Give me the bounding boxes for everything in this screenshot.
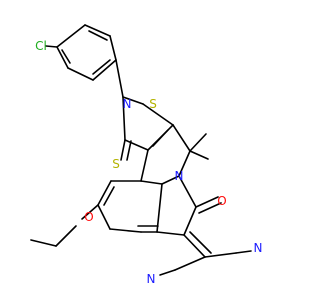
nitrogen-atom-label: N: [123, 97, 132, 111]
bond: [115, 59, 124, 98]
bond: [159, 269, 176, 276]
bond: [122, 96, 144, 105]
bond: [30, 239, 57, 247]
bond: [124, 139, 149, 151]
bond: [126, 140, 132, 161]
sulfur-atom-label: S: [112, 157, 120, 171]
bond: [195, 196, 219, 208]
bond: [183, 234, 206, 258]
bond: [140, 149, 149, 182]
oxygen-atom-label: O: [217, 194, 226, 208]
bond: [56, 24, 86, 48]
bond: [55, 225, 77, 247]
bond: [172, 124, 191, 152]
bond: [97, 180, 112, 206]
bond: [235, 250, 252, 254]
bond: [156, 231, 185, 236]
bond: [122, 96, 126, 141]
bond: [204, 252, 237, 258]
bond: [183, 206, 197, 236]
bond: [189, 133, 207, 152]
bond: [109, 228, 142, 233]
bond: [189, 150, 209, 160]
nitrogen-atom-label: N: [147, 272, 156, 286]
bond: [84, 24, 111, 37]
bond: [120, 139, 126, 161]
bond: [140, 180, 163, 185]
bond: [56, 46, 69, 69]
bond: [156, 183, 163, 233]
bond: [45, 45, 58, 48]
bond: [161, 175, 180, 185]
bond: [178, 175, 197, 208]
molecule-structure-diagram: Cl N S S N O O N N: [30, 24, 262, 286]
bond: [97, 204, 111, 230]
sulfur-atom-label: S: [149, 97, 157, 111]
bond: [189, 231, 212, 254]
bond: [88, 30, 108, 41]
chlorine-atom-label: Cl: [35, 39, 47, 53]
nitrogen-atom-label: N: [175, 169, 184, 183]
bond: [81, 204, 99, 220]
nitrogen-atom-label: N: [254, 241, 263, 255]
bond: [92, 59, 111, 75]
bond: [152, 129, 169, 147]
bond: [174, 256, 206, 271]
oxygen-atom-label: O: [84, 210, 93, 224]
bond: [142, 103, 174, 126]
bond: [67, 67, 94, 81]
bond-layer: [30, 24, 252, 276]
bond: [92, 59, 117, 81]
bond: [178, 150, 191, 177]
bond: [109, 35, 117, 61]
bond: [61, 49, 71, 64]
atom-label-layer: Cl N S S N O O N N: [35, 39, 262, 286]
bond: [198, 202, 222, 214]
bond: [103, 186, 115, 206]
